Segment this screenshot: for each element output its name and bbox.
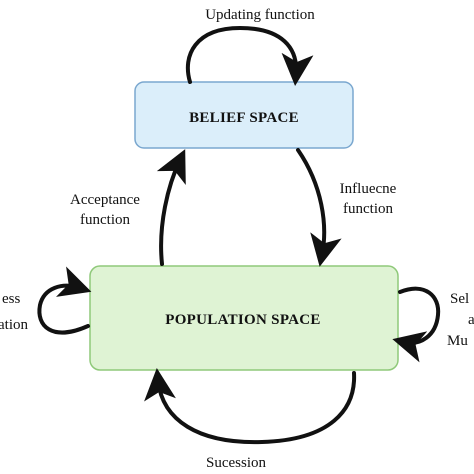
acceptance-function-edge: Acceptance function [70,149,186,266]
population-space-label: POPULATION SPACE [165,312,321,328]
right-loop-arrow [392,286,441,363]
succession-edge: Sucession [144,368,357,471]
succession-arrow [144,368,357,445]
population-space-box [89,265,399,371]
acceptance-function-arrow [156,149,186,266]
right-loop-label-line1: Sel [450,291,469,307]
influence-function-label-line1: Influecne [340,181,397,197]
belief-space-box [134,81,354,149]
updating-function-arrow [185,25,314,86]
updating-function-label: Updating function [205,7,315,23]
influence-function-arrow [296,148,342,267]
left-loop-label-line2: ation [0,317,28,333]
influence-function-label-line2: function [343,201,393,217]
right-loop-label-line2: a [468,312,474,328]
right-loop-label-line3: Mu [447,333,468,349]
influence-function-edge: Influecne function [296,148,397,267]
population-space-node: POPULATION SPACE [89,265,399,371]
left-loop-arrow [37,266,92,335]
acceptance-function-label-line1: Acceptance [70,192,140,208]
left-loop-label-line1: ess [2,291,20,307]
acceptance-function-label-line2: function [80,212,130,228]
belief-space-label: BELIEF SPACE [189,110,299,126]
left-loop-edge: ess ation [0,266,92,335]
updating-function-edge: Updating function [185,7,315,86]
right-loop-edge: Sel a Mu [392,286,474,363]
belief-space-node: BELIEF SPACE [134,81,354,149]
succession-label: Sucession [206,455,267,471]
